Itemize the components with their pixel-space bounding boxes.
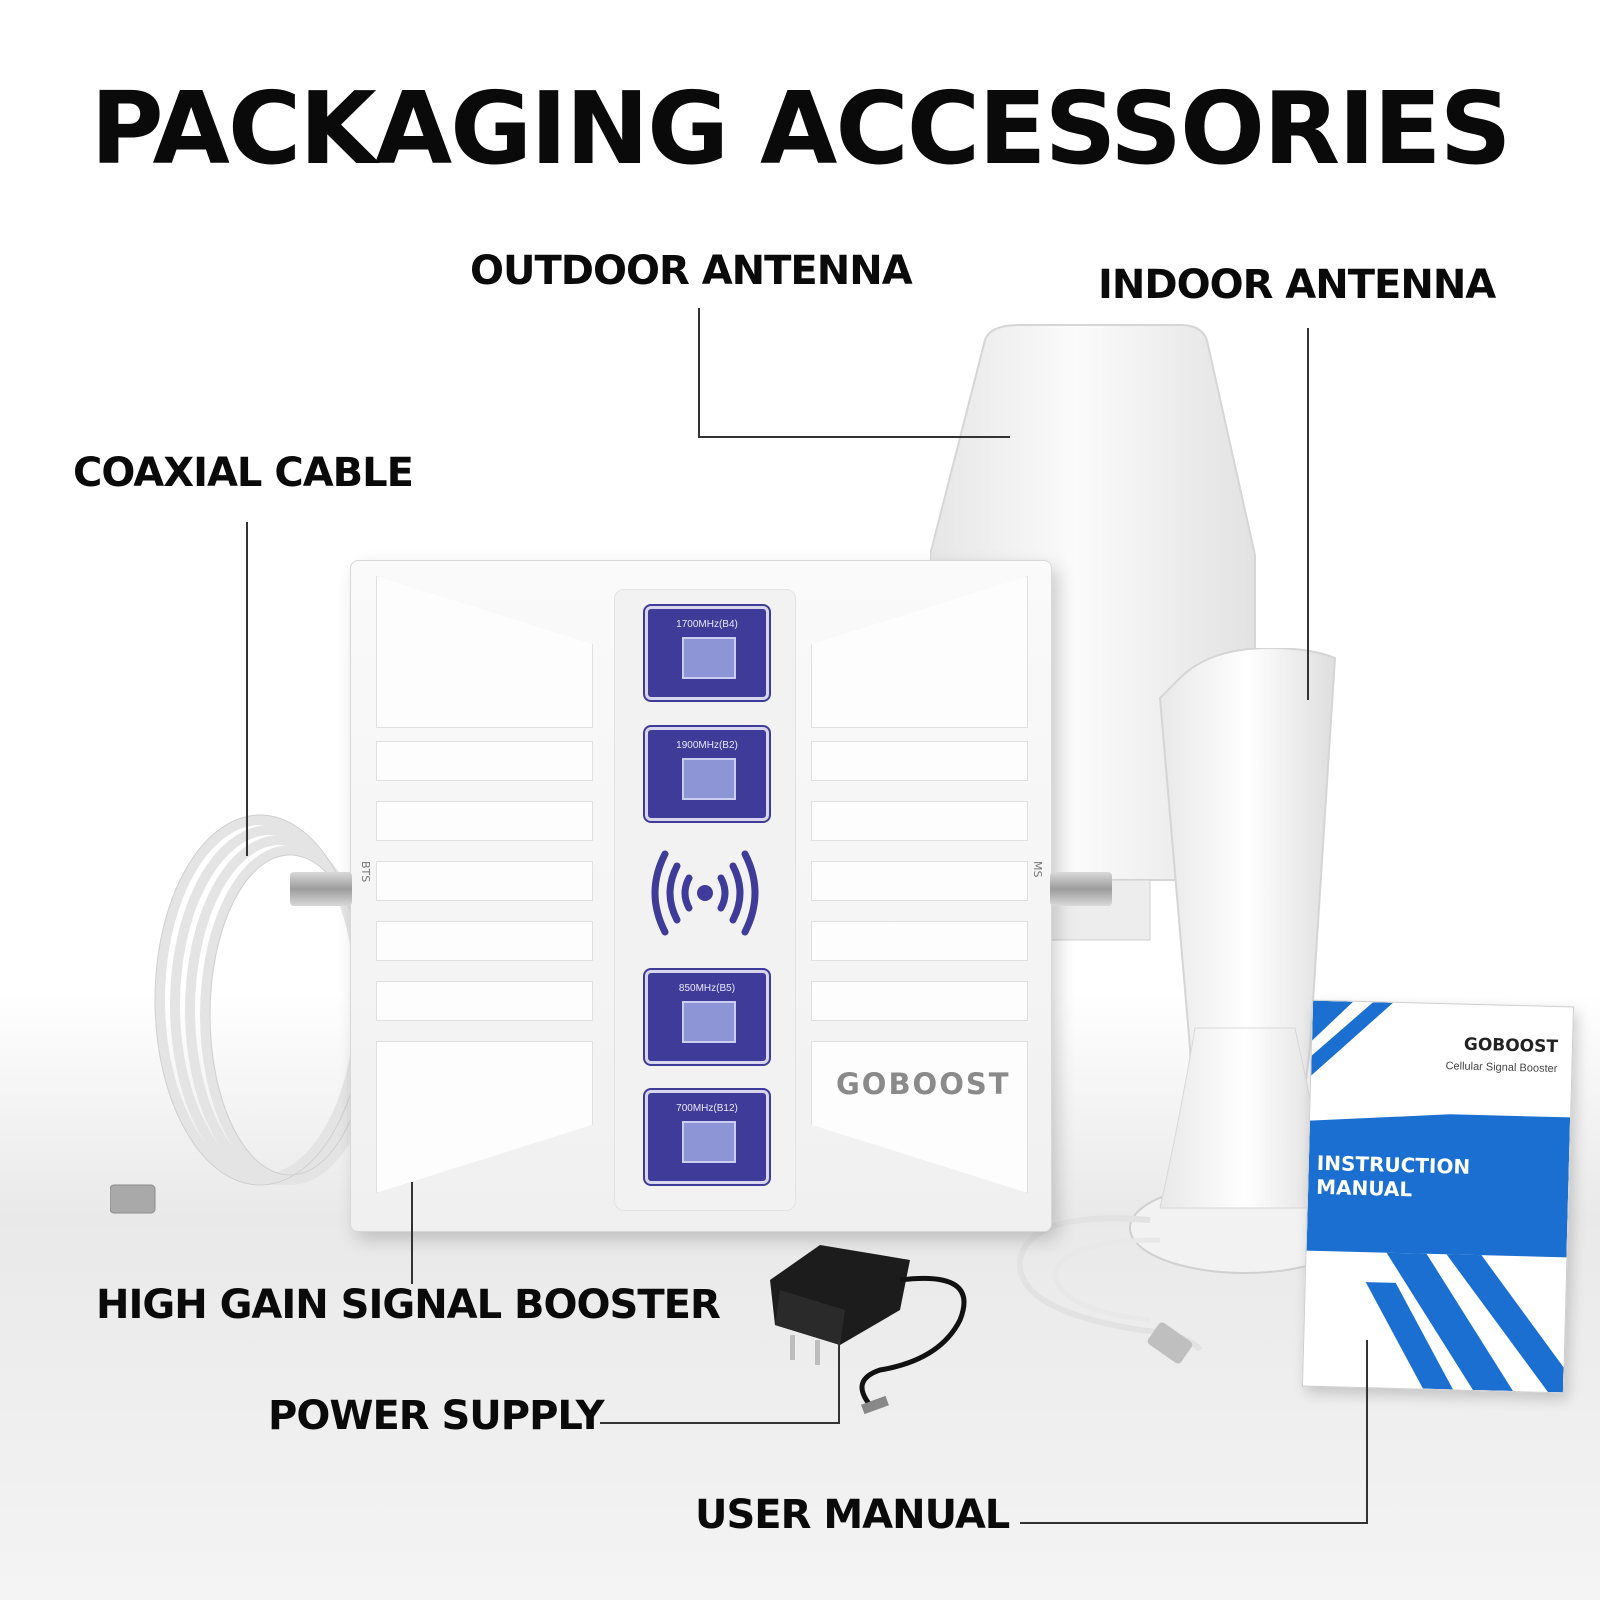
leader-line-coaxial	[246, 522, 248, 856]
booster-fin	[811, 741, 1028, 781]
leader-line-power	[600, 1422, 840, 1424]
band-indicator-1700: 1700MHz(B4)	[645, 606, 769, 700]
manual-title-line: MANUAL	[1315, 1174, 1413, 1202]
band-label: 850MHz(B5)	[678, 983, 736, 994]
wireless-signal-icon	[651, 850, 759, 936]
leader-line-manual	[1020, 1522, 1368, 1524]
band-label: 1900MHz(B2)	[676, 740, 738, 751]
leader-line-indoor	[1307, 328, 1309, 700]
band-label: 1700MHz(B4)	[676, 619, 738, 630]
label-user-manual: USER MANUAL	[695, 1492, 1010, 1538]
leader-line-outdoor	[698, 308, 700, 438]
signal-booster-unit: 1700MHz(B4) 1900MHz(B2) 850MHz(B5) 700MH…	[350, 560, 1052, 1232]
manual-stripes	[1306, 1000, 1571, 1393]
booster-fin	[376, 801, 593, 841]
ms-connector	[1050, 872, 1112, 906]
manual-brand: GOBOOST	[1463, 1034, 1559, 1058]
page-title: PACKAGING ACCESSORIES	[90, 70, 1511, 187]
booster-fin	[811, 576, 1028, 728]
band-indicator-850: 850MHz(B5)	[645, 970, 769, 1064]
booster-fin	[376, 741, 593, 781]
signal-meter-icon	[682, 637, 736, 679]
manual-title: INSTRUCTION MANUAL	[1316, 1151, 1471, 1203]
booster-fin	[811, 861, 1028, 901]
port-label-ms: MS	[1031, 861, 1044, 878]
indoor-antenna-cable	[1016, 1215, 1203, 1364]
booster-fin	[376, 921, 593, 961]
label-outdoor-antenna: OUTDOOR ANTENNA	[470, 248, 913, 294]
leader-line-power	[838, 1340, 840, 1424]
signal-meter-icon	[682, 1121, 736, 1163]
leader-line-booster	[411, 1182, 413, 1284]
booster-brand-logo: GOBOOST	[836, 1067, 1011, 1101]
booster-fin	[376, 861, 593, 901]
signal-meter-icon	[682, 1001, 736, 1043]
band-label: 700MHz(B12)	[676, 1103, 738, 1114]
booster-fin	[376, 981, 593, 1021]
user-manual-image: GOBOOST Cellular Signal Booster INSTRUCT…	[1301, 999, 1575, 1394]
label-coaxial-cable: COAXIAL CABLE	[73, 450, 414, 496]
indoor-antenna-image	[1129, 648, 1360, 1274]
booster-fin	[376, 576, 593, 728]
booster-center-strip: 1700MHz(B4) 1900MHz(B2) 850MHz(B5) 700MH…	[614, 589, 796, 1211]
booster-fin	[811, 921, 1028, 961]
booster-fin	[376, 1041, 593, 1193]
booster-fin	[811, 801, 1028, 841]
port-label-bts: BTS	[359, 861, 372, 883]
booster-fin	[811, 981, 1028, 1021]
label-signal-booster: HIGH GAIN SIGNAL BOOSTER	[96, 1282, 721, 1328]
leader-line-manual	[1366, 1340, 1368, 1524]
coaxial-cable-image	[110, 814, 370, 1214]
label-power-supply: POWER SUPPLY	[268, 1393, 605, 1439]
band-indicator-1900: 1900MHz(B2)	[645, 727, 769, 821]
booster-fin	[811, 1041, 1028, 1193]
signal-meter-icon	[682, 758, 736, 800]
label-indoor-antenna: INDOOR ANTENNA	[1098, 262, 1496, 308]
bts-connector	[290, 872, 352, 906]
band-indicator-700: 700MHz(B12)	[645, 1090, 769, 1184]
leader-line-outdoor	[698, 436, 1010, 438]
power-supply-image	[770, 1245, 967, 1415]
